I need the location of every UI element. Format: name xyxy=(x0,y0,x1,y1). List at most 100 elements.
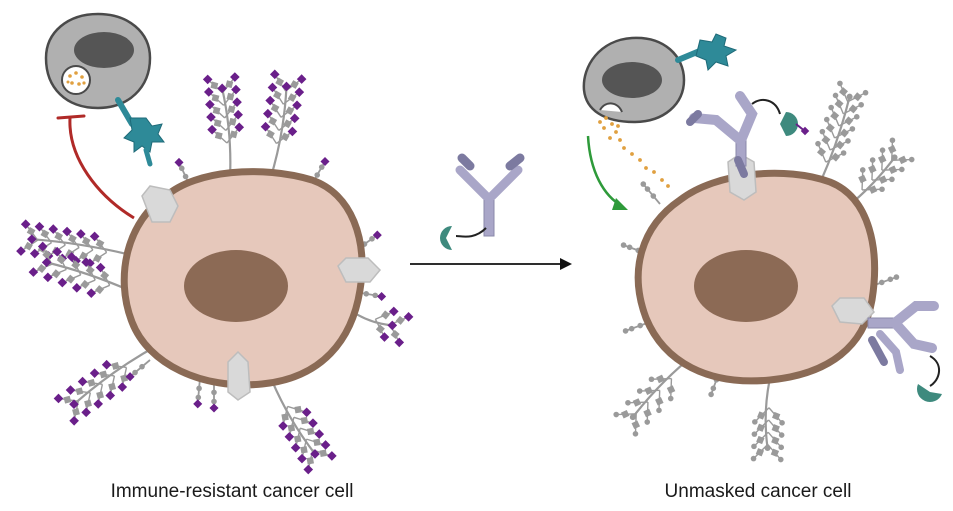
sialic-acid xyxy=(86,288,97,298)
membrane-protein xyxy=(227,350,251,401)
granule xyxy=(604,116,608,120)
glycan-node xyxy=(840,150,847,156)
glycan-node xyxy=(229,130,238,139)
sialic-acid xyxy=(377,291,387,302)
sialic-acid xyxy=(71,283,82,293)
glycan-node xyxy=(293,435,302,443)
sialic-acid xyxy=(308,418,318,428)
granule xyxy=(610,122,614,126)
glycan-node xyxy=(211,398,217,405)
glycan-node xyxy=(84,399,92,408)
glycan-node xyxy=(613,411,619,418)
glycan-node xyxy=(835,140,845,150)
sialic-acid xyxy=(265,95,275,106)
sialic-acid xyxy=(278,421,288,431)
sialic-acid xyxy=(289,113,300,124)
glycan-node xyxy=(844,116,854,126)
siglec-receptor-icon xyxy=(675,33,738,72)
glycan-node xyxy=(63,395,72,404)
glycan-node xyxy=(751,443,757,450)
sialic-acid xyxy=(28,267,39,277)
glycan-node xyxy=(285,106,295,116)
glycan-node xyxy=(226,92,235,101)
sialic-acid xyxy=(65,385,76,395)
glycan-node xyxy=(80,279,90,289)
glycan-node xyxy=(637,322,644,329)
sialic-acid xyxy=(320,440,331,450)
granule xyxy=(614,130,618,134)
glycan-node xyxy=(632,398,642,407)
glycan-node xyxy=(178,165,185,172)
sialic-acid xyxy=(260,121,271,132)
glycan-chain xyxy=(202,72,245,179)
glycan-node xyxy=(132,369,138,376)
glycan-node xyxy=(823,116,830,123)
caption-unmasked: Unmasked cancer cell xyxy=(665,481,852,502)
glycan-node xyxy=(40,229,50,239)
glycan-node xyxy=(778,432,785,438)
granule xyxy=(660,178,664,182)
sialic-acid xyxy=(207,124,217,135)
sialic-acid xyxy=(53,393,64,404)
glycan-node xyxy=(756,423,765,432)
glycan-node xyxy=(314,172,321,178)
sialic-acid xyxy=(205,99,215,110)
glycan-node xyxy=(868,185,878,194)
glycan-node xyxy=(858,101,864,108)
glycan-node xyxy=(300,446,308,454)
sialic-acid xyxy=(267,82,278,93)
sialic-acid xyxy=(95,262,106,273)
glycan-node xyxy=(858,174,867,184)
glycan-node xyxy=(268,116,278,126)
glycan-node xyxy=(68,234,77,244)
sialic-acid xyxy=(206,112,216,122)
bound-antibody xyxy=(686,91,810,178)
glycan-node xyxy=(287,424,296,432)
glycan-node xyxy=(380,310,391,320)
glycan-node xyxy=(708,391,714,398)
glycan-node xyxy=(831,152,841,162)
glycan-node xyxy=(37,264,47,274)
sialic-acid xyxy=(105,390,116,401)
glycan-node xyxy=(859,167,866,173)
granule xyxy=(622,146,626,150)
sialic-acid xyxy=(76,229,86,239)
glycan-node xyxy=(56,255,66,265)
sialic-acid xyxy=(314,429,325,439)
sialic-acid xyxy=(296,74,307,84)
glycan-chain xyxy=(16,219,151,269)
glycan-node xyxy=(628,325,635,332)
glycan-node xyxy=(273,90,282,100)
glycan-node xyxy=(853,92,863,102)
sialic-acid xyxy=(174,157,184,167)
glycan-node xyxy=(280,132,290,142)
sialic-acid xyxy=(89,231,100,242)
glycan-chain xyxy=(613,349,701,437)
sialic-acid xyxy=(16,246,26,256)
sialic-acid xyxy=(27,234,37,244)
glycan-chain xyxy=(268,375,337,475)
immune-cell xyxy=(44,12,165,167)
glycan-chain xyxy=(53,343,161,426)
granule xyxy=(652,170,656,174)
glycan-node xyxy=(777,456,784,463)
glycan-node xyxy=(318,164,325,170)
antibody-enzyme-conjugate-icon xyxy=(440,153,525,250)
glycan-node xyxy=(275,77,285,87)
glycan-node xyxy=(815,140,821,147)
glycan-node xyxy=(26,227,36,236)
glycan-node xyxy=(85,265,95,275)
glycan-node xyxy=(779,420,785,426)
glycan-node xyxy=(632,431,639,437)
glycan-node xyxy=(771,436,780,445)
glycan-node xyxy=(821,135,831,145)
bound-antibody xyxy=(867,301,942,403)
glycan-node xyxy=(182,173,189,180)
granule xyxy=(638,158,642,162)
sialic-acid xyxy=(327,451,337,461)
glycan-node xyxy=(54,231,64,241)
sialic-acid xyxy=(101,359,112,370)
glycan-node xyxy=(650,193,657,199)
glycan-node xyxy=(283,119,292,129)
